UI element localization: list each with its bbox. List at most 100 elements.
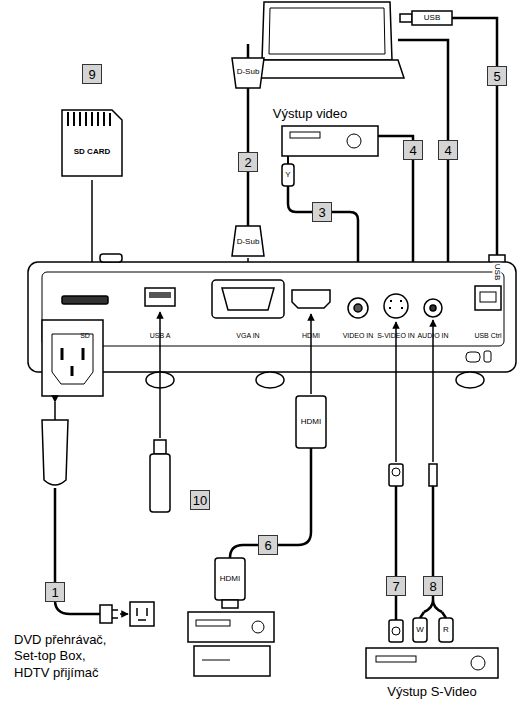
usb-plug-tip xyxy=(400,14,412,22)
source-knob xyxy=(471,656,485,670)
s-video-in-jack xyxy=(384,294,408,318)
callout-number: 6 xyxy=(258,535,278,555)
sd-card xyxy=(62,110,122,176)
video-in-jack xyxy=(348,298,368,318)
usb-cable xyxy=(452,18,497,255)
callout-number: 8 xyxy=(423,576,443,596)
rca-plug xyxy=(439,618,453,642)
port-label: S-VIDEO IN xyxy=(377,332,415,340)
s-video-source xyxy=(366,648,498,678)
caption-text: Výstup S-Video xyxy=(385,685,478,699)
connector-label: USB xyxy=(423,14,441,23)
usb-stick xyxy=(150,454,170,512)
usb-ctrl-port xyxy=(475,286,501,310)
card-label: SD CARD xyxy=(74,148,110,157)
plug-letter: R xyxy=(443,626,449,635)
video-in-jack xyxy=(354,304,362,312)
device-label: DVD přehrávač, Set-top Box, HDTV přijíma… xyxy=(14,632,118,681)
usb-a-port xyxy=(145,288,175,306)
usb-plug xyxy=(412,11,452,25)
port-label: VIDEO IN xyxy=(343,332,374,340)
plug-letter: W xyxy=(416,626,424,635)
vga-cable xyxy=(247,44,250,58)
dsub-connector xyxy=(232,58,264,88)
port-label: AUDIO IN xyxy=(417,332,448,340)
callout-number: 10 xyxy=(190,490,210,510)
port-label: SD xyxy=(80,332,90,340)
callout-number: 2 xyxy=(238,152,258,172)
wall-outlet xyxy=(130,602,154,626)
power-connector xyxy=(42,420,68,485)
rca-plug xyxy=(282,164,294,186)
set-top-box xyxy=(194,646,270,676)
video-cable xyxy=(287,156,289,164)
projector-knob xyxy=(100,254,122,262)
source-tray xyxy=(376,656,416,662)
player-slot xyxy=(290,132,320,138)
callout-number: 3 xyxy=(312,202,332,222)
usb-stick-tip xyxy=(154,440,166,454)
connector-label: D-Sub xyxy=(236,238,261,247)
port-panel xyxy=(42,272,504,346)
power-socket xyxy=(42,320,103,396)
dvd-tray xyxy=(196,620,230,626)
dsub-connector xyxy=(232,226,264,256)
s-video-symbol xyxy=(392,627,400,635)
hdmi-cable xyxy=(230,448,311,558)
player-knob xyxy=(347,134,361,148)
hdmi-plug xyxy=(296,396,326,448)
insert-arrow xyxy=(395,322,397,462)
port-label: HDMI xyxy=(302,332,320,340)
callout-number: 9 xyxy=(82,64,102,84)
s-video-plug xyxy=(389,620,403,642)
sd-slot xyxy=(62,296,108,304)
caption-text: Výstup video xyxy=(271,107,349,121)
port-label: USB A xyxy=(150,332,171,340)
insert-arrow xyxy=(159,312,161,438)
callout-number: 4 xyxy=(438,140,458,160)
power-plug xyxy=(100,605,112,623)
video-player xyxy=(282,126,378,156)
s-video-cable xyxy=(395,486,398,620)
outlet-holes xyxy=(137,608,147,620)
callout-number: 7 xyxy=(386,576,406,596)
hdmi-plug xyxy=(215,558,245,600)
vga-port xyxy=(222,288,274,310)
laptop-base xyxy=(250,60,404,78)
connector-label: HDMI xyxy=(300,418,322,427)
callout-number: 1 xyxy=(45,582,65,602)
projector-foot xyxy=(256,372,284,388)
plug-prongs xyxy=(112,610,118,618)
laptop-screen xyxy=(262,2,392,60)
sd-contacts xyxy=(68,112,110,126)
audio-cable xyxy=(424,486,442,612)
s-video-pins xyxy=(389,301,403,308)
dvd-player xyxy=(188,612,274,642)
usb-a-tongue xyxy=(149,292,171,298)
connector-label: USB xyxy=(493,263,502,281)
audio-plug xyxy=(429,464,437,486)
insert-arrow xyxy=(432,320,434,462)
rca-plug xyxy=(413,618,427,642)
plug-letter: Y xyxy=(285,171,290,180)
hdmi-plug-tip xyxy=(222,600,238,608)
hdmi-port xyxy=(292,290,330,308)
vga-port-frame xyxy=(212,280,284,318)
connector-label: D-Sub xyxy=(236,68,261,77)
audio-cable xyxy=(420,612,446,618)
audio-in-jack xyxy=(430,305,436,311)
insert-arrow xyxy=(54,402,56,420)
lock-slot xyxy=(466,352,480,362)
laptop-display xyxy=(269,8,385,54)
dvd-knob xyxy=(252,621,264,633)
connector-label: HDMI xyxy=(219,575,241,584)
callout-number: 4 xyxy=(403,140,423,160)
lock-icon xyxy=(484,351,491,362)
set-top-display xyxy=(202,660,230,661)
power-pins xyxy=(62,348,83,376)
port-label: VGA IN xyxy=(236,332,259,340)
audio-in-jack xyxy=(424,299,442,317)
s-video-plug xyxy=(389,464,403,486)
projector-foot xyxy=(456,372,484,388)
